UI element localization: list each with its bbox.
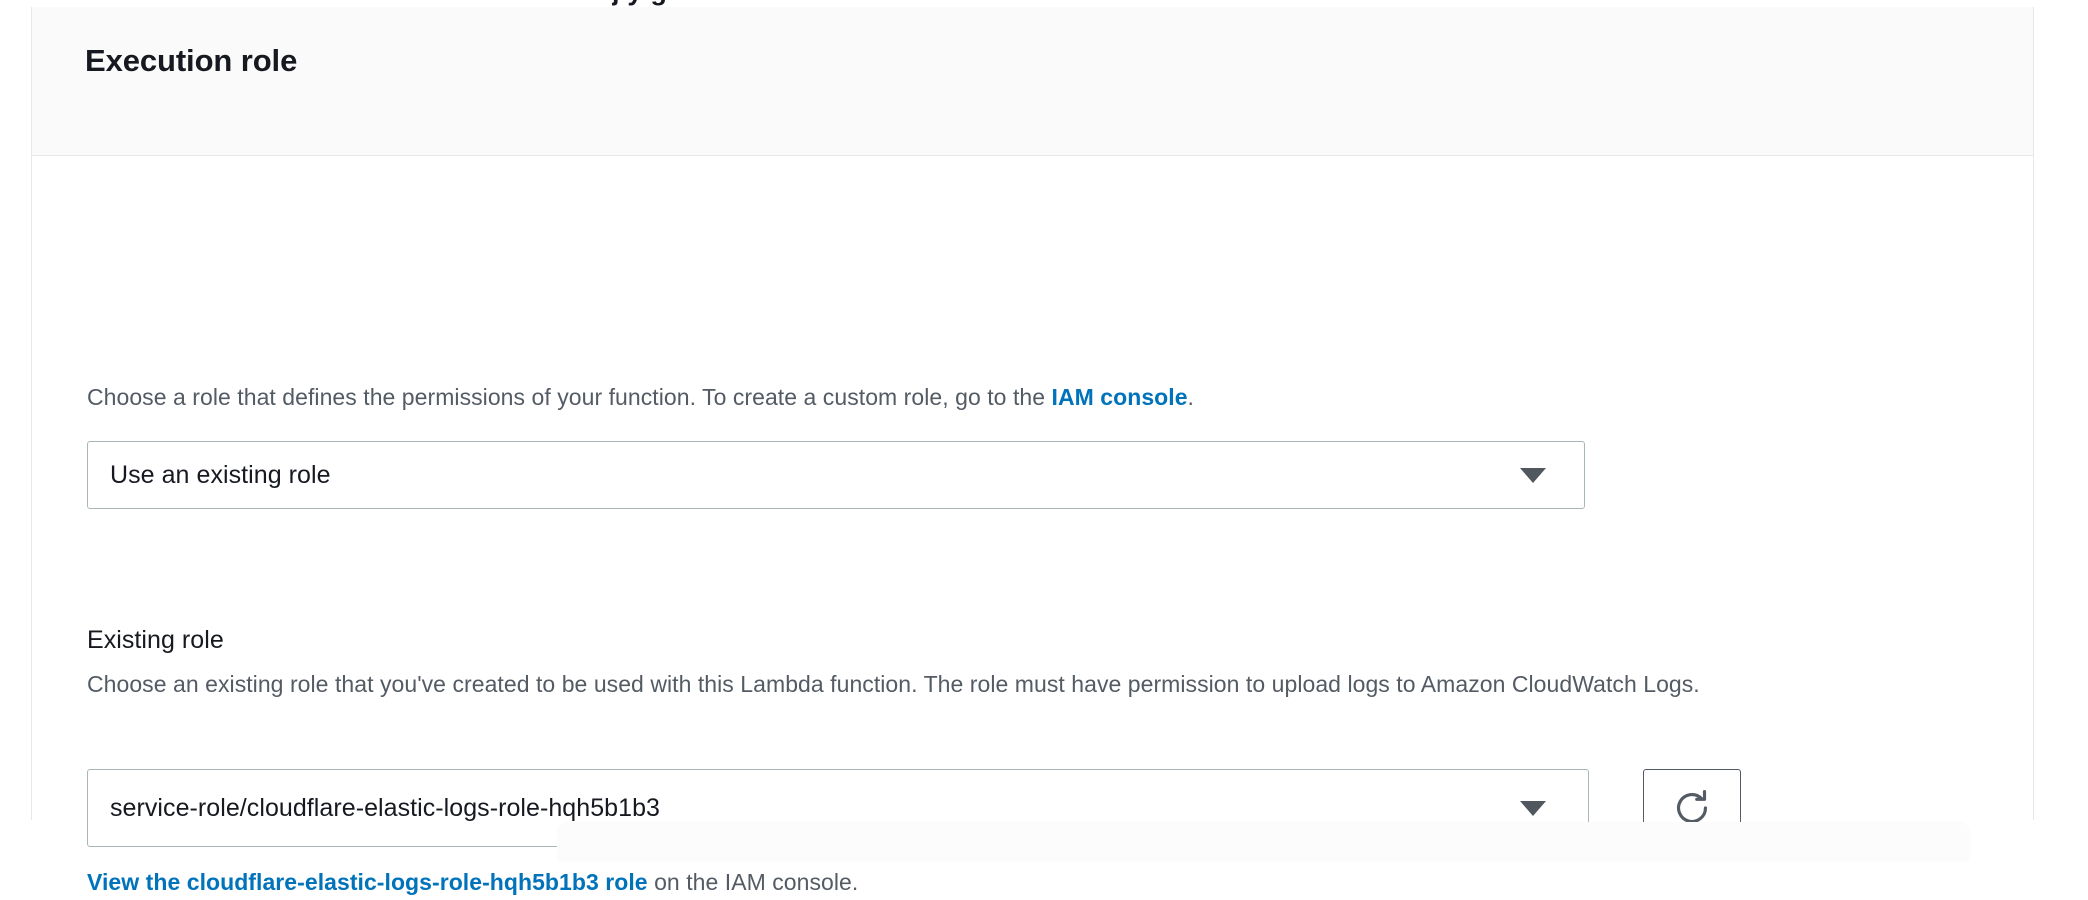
role-type-description-suffix: . <box>1187 384 1194 410</box>
view-role-suffix: on the IAM console. <box>647 869 859 895</box>
page-title: Execution role <box>85 43 298 78</box>
role-type-description-prefix: Choose a role that defines the permissio… <box>87 384 1052 410</box>
chevron-down-icon <box>1520 467 1546 483</box>
view-role-link[interactable]: View the cloudflare-elastic-logs-role-hq… <box>87 869 648 895</box>
execution-role-card: Execution role Choose a role that define… <box>31 7 2034 895</box>
chevron-down-icon <box>1520 800 1546 816</box>
card-header: Execution role <box>32 7 2033 156</box>
role-type-select-value: Use an existing role <box>110 460 331 489</box>
existing-role-select-value: service-role/cloudflare-elastic-logs-rol… <box>110 793 660 822</box>
iam-console-link[interactable]: IAM console <box>1051 384 1188 410</box>
existing-role-label: Existing role <box>87 626 224 654</box>
refresh-icon <box>1676 789 1708 824</box>
role-type-description: Choose a role that defines the permissio… <box>87 380 1194 415</box>
next-card-partial <box>557 822 1970 862</box>
clipped-text-above-card: j y g <box>612 0 1612 6</box>
role-type-select[interactable]: Use an existing role <box>87 441 1585 509</box>
view-role-line: View the cloudflare-elastic-logs-role-hq… <box>87 865 858 900</box>
existing-role-description: Choose an existing role that you've crea… <box>87 671 1700 697</box>
